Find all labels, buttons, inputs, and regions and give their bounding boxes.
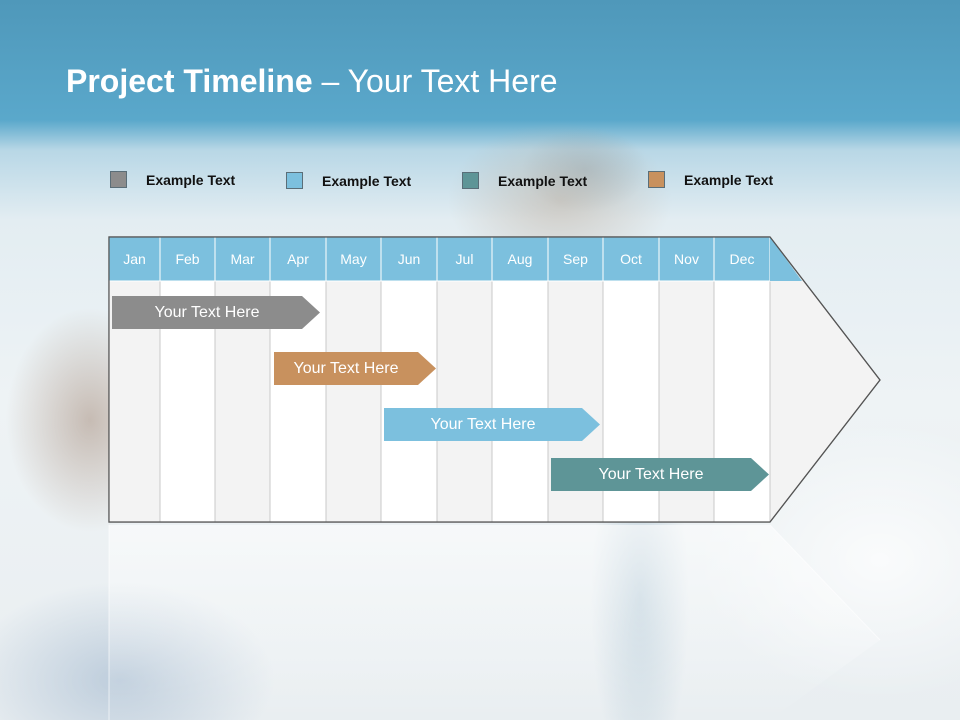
month-label: Apr: [287, 251, 309, 267]
month-header-cell: [713, 236, 771, 282]
task-bar-2[interactable]: Your Text Here: [274, 352, 436, 385]
month-label: Aug: [507, 251, 533, 267]
legend-label: Example Text: [146, 172, 236, 188]
month-column: [380, 280, 438, 523]
month-header: [108, 236, 771, 282]
month-header-cell: [159, 236, 216, 282]
legend-label: Example Text: [498, 173, 588, 189]
month-label: May: [340, 251, 367, 267]
task-bar-label: Your Text Here: [598, 466, 704, 483]
task-bar-label: Your Text Here: [154, 304, 260, 321]
month-header-cell: [325, 236, 382, 282]
task-bar-4[interactable]: Your Text Here: [551, 458, 769, 491]
month-label: Nov: [674, 251, 699, 267]
legend-swatch-gray: [110, 171, 127, 188]
month-label: Feb: [175, 251, 200, 267]
month-label: Jan: [123, 251, 146, 267]
task-bar-3[interactable]: Your Text Here: [384, 408, 600, 441]
month-label: Sep: [563, 251, 588, 267]
month-label: Mar: [230, 251, 255, 267]
timeline-reflection: [109, 525, 880, 720]
month-label: Oct: [620, 251, 642, 267]
month-column: [436, 280, 493, 523]
task-bar-label: Your Text Here: [430, 416, 536, 433]
month-header-cell: [269, 236, 327, 282]
legend-label: Example Text: [684, 172, 774, 188]
task-bar-label: Your Text Here: [293, 360, 399, 377]
title-rest: – Your Text Here: [312, 63, 558, 99]
month-label: Jun: [397, 251, 421, 267]
slide-title: Project Timeline – Your Text Here: [66, 58, 558, 104]
task-bar-1[interactable]: Your Text Here: [112, 296, 320, 329]
title-bold: Project Timeline: [66, 63, 313, 99]
month-label: Dec: [729, 251, 755, 267]
legend-swatch-teal: [462, 172, 479, 189]
timeline-arrow-outline: [108, 236, 881, 523]
month-header-cell: [214, 236, 271, 282]
month-column: [325, 280, 382, 523]
month-header-cell: [491, 236, 549, 282]
month-label: Jul: [455, 251, 474, 267]
legend-swatch-blue: [286, 172, 303, 189]
legend-swatch-orange: [648, 171, 665, 188]
month-header-cell: [436, 236, 493, 282]
month-column: [491, 280, 549, 523]
legend-label: Example Text: [322, 173, 412, 189]
